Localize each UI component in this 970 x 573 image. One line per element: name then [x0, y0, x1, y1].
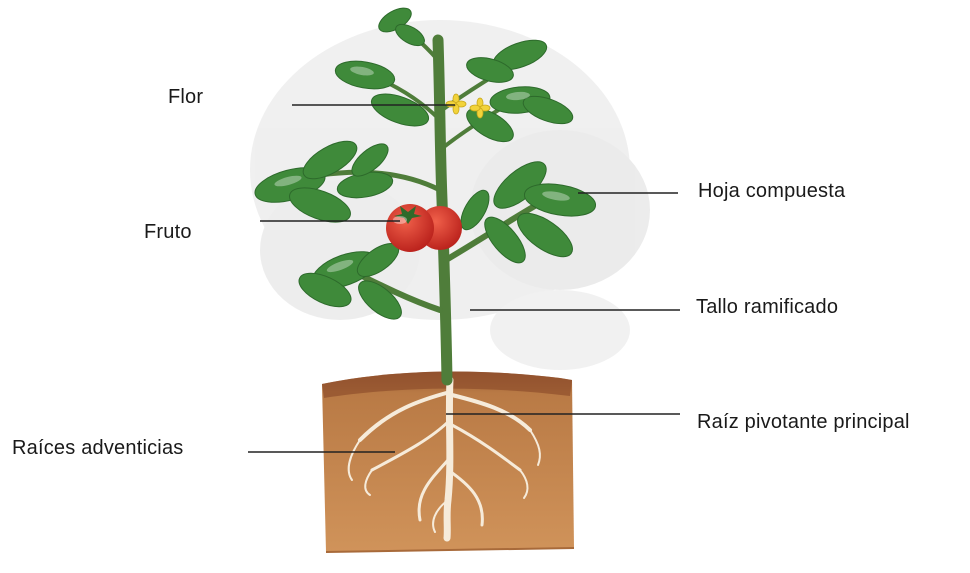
- label-compound-leaf: Hoja compuesta: [698, 180, 845, 203]
- label-main-taproot: Raíz pivotante principal: [697, 411, 910, 434]
- label-branched-stem: Tallo ramificado: [696, 296, 838, 319]
- tomato-fruit: [386, 204, 462, 252]
- label-flower: Flor: [168, 86, 203, 109]
- label-adventitious-roots: Raíces adventicias: [12, 437, 183, 460]
- label-fruit: Fruto: [144, 221, 192, 244]
